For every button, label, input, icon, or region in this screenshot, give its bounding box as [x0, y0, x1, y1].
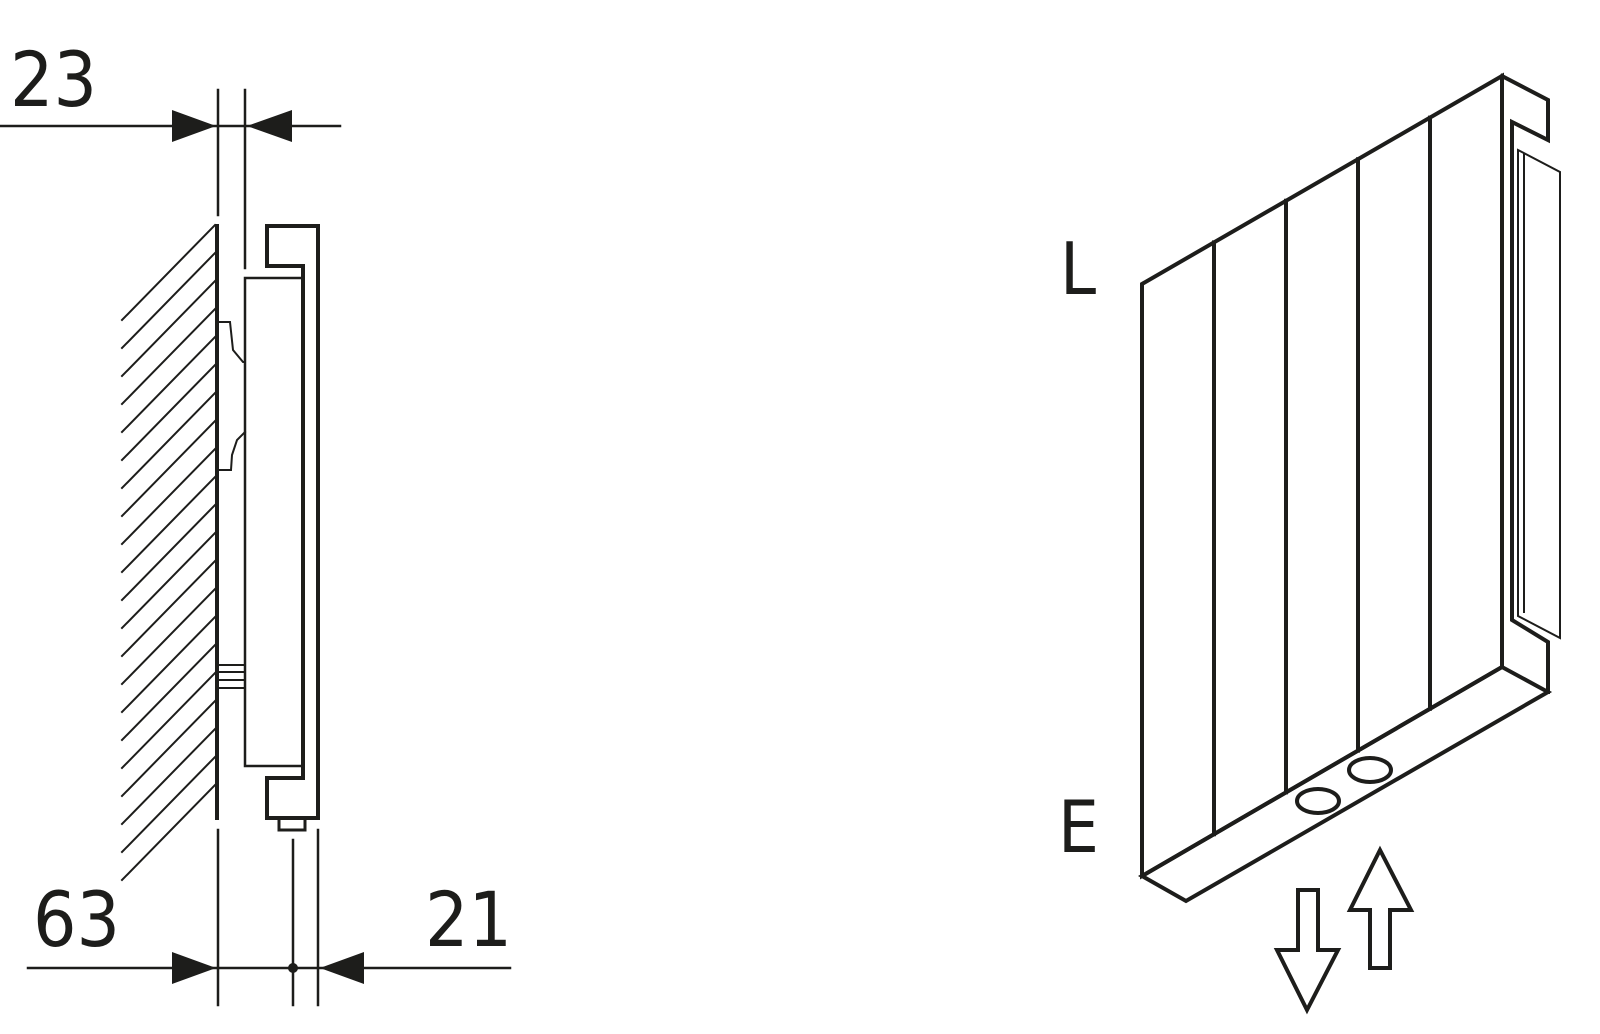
- hatch-line: [120, 755, 217, 854]
- side-view: 23 63 21: [0, 35, 512, 1007]
- hatch-line: [120, 643, 217, 742]
- arrow-right-icon: [172, 110, 216, 142]
- hatch-line: [120, 615, 217, 714]
- hatch-line: [120, 699, 217, 798]
- dimension-top: 23: [0, 35, 342, 270]
- hatch-line: [120, 279, 217, 378]
- arrow-right-icon: [172, 952, 216, 984]
- hatch-line: [120, 363, 217, 462]
- hatch-line: [120, 503, 217, 602]
- bottom-face: [1137, 664, 1553, 904]
- hatch-line: [120, 335, 217, 434]
- hatch-line: [120, 419, 217, 518]
- hatch-line: [120, 531, 217, 630]
- arrow-down-icon: [1273, 888, 1342, 1015]
- arrow-left-icon: [320, 952, 364, 984]
- hatch-line: [120, 391, 217, 490]
- pipe-connector: [277, 816, 307, 832]
- front-face: [1140, 72, 1504, 880]
- radiator-profile: [265, 224, 320, 820]
- dimension-bottom: 63 21: [26, 828, 512, 1007]
- hatch-line: [120, 475, 217, 574]
- hatch-line: [120, 587, 217, 686]
- arrow-up-icon: [1346, 845, 1415, 970]
- bottom-bracket: [218, 664, 246, 689]
- radiator-panel: [243, 276, 305, 768]
- pipe-outlet: [1295, 787, 1341, 815]
- hatch-line: [120, 223, 217, 322]
- hatch-line: [120, 727, 217, 826]
- panel-dividers: [1212, 115, 1432, 837]
- hatch-line: [120, 559, 217, 658]
- iso-view: L E: [1058, 72, 1561, 1015]
- dimension-label-63: 63: [33, 875, 120, 964]
- label-E: E: [1058, 785, 1099, 869]
- label-L: L: [1060, 227, 1096, 311]
- dimension-dot: [288, 963, 298, 973]
- side-bracket: [1517, 148, 1561, 640]
- side-profile: [1499, 73, 1550, 694]
- hatch-line: [120, 251, 217, 350]
- hatch-line: [120, 671, 217, 770]
- pipe-inlet: [1347, 756, 1393, 784]
- hatch-line: [120, 783, 217, 882]
- dimension-label-23: 23: [10, 35, 97, 124]
- hatch-line: [120, 307, 217, 406]
- hatch-line: [120, 447, 217, 546]
- wall-bracket: [218, 321, 247, 471]
- wall-hatch: [120, 223, 217, 882]
- dimension-label-21: 21: [425, 875, 512, 964]
- arrow-left-icon: [247, 110, 292, 142]
